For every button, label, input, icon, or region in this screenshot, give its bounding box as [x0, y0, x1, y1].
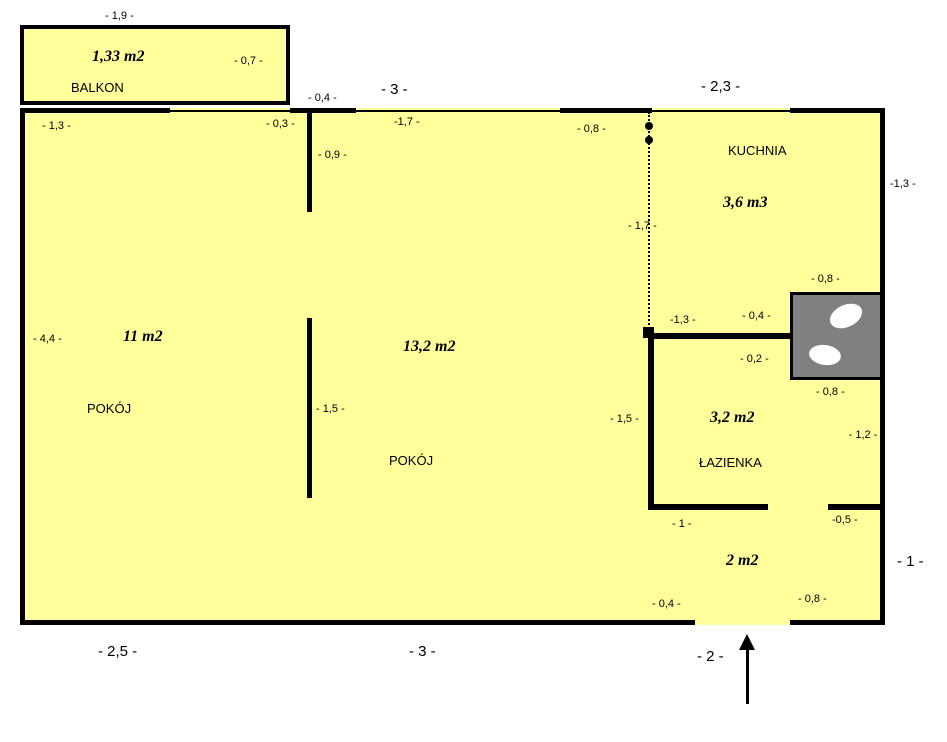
entrance-arrow-icon [746, 648, 749, 704]
dimension-label: - 3 - [409, 643, 436, 660]
dimension-label: - 4,4 - [33, 333, 62, 345]
interior-wall-segment [307, 318, 312, 498]
area-label-kuchnia: 3,6 m3 [723, 194, 768, 211]
dimension-label: - 1,2 - [848, 429, 878, 441]
bathroom-wall-left [648, 333, 654, 510]
window-line [170, 110, 290, 112]
wall-top-segment [290, 108, 356, 113]
room-label-kuchnia: KUCHNIA [728, 143, 787, 158]
wall-junction-point [643, 327, 654, 338]
dimension-label: - 0,8 - [816, 386, 845, 398]
room-label-pokoj-2: POKÓJ [389, 453, 434, 468]
dimension-label: -0,5 - [832, 514, 858, 526]
area-label-lazienka: 3,2 m2 [710, 409, 755, 426]
balcony-outline [20, 25, 290, 105]
apartment-floor [20, 108, 885, 625]
dimension-label: - 2,3 - [701, 78, 741, 95]
shaft-box [790, 292, 883, 380]
dimension-label: -1,7 - [394, 116, 420, 128]
wall-bottom-segment [20, 620, 695, 625]
dimension-label: - 1 - [672, 518, 692, 530]
dimension-label: - 1,3 - [42, 120, 71, 132]
dimension-label: - 0,8 - [811, 273, 840, 285]
wall-top-segment [790, 108, 885, 113]
wall-bottom-segment [790, 620, 885, 625]
area-label-pokoj-2: 13,2 m2 [403, 338, 456, 355]
dimension-label: - 0,4 - [652, 598, 681, 610]
dimension-label: - 0,3 - [266, 118, 295, 130]
dimension-label: - 1,5 - [610, 413, 639, 425]
dimension-label: - 1 - [897, 553, 924, 570]
room-label-balkon: BALKON [71, 80, 124, 95]
bathroom-wall-bottom [648, 504, 768, 510]
boundary-dot [645, 122, 653, 130]
dimension-label: -1,3 - [670, 314, 696, 326]
area-label-balkon: 1,33 m2 [92, 48, 145, 65]
dimension-label: - 0,8 - [798, 593, 827, 605]
wall-top-segment [20, 108, 170, 113]
wall-left [20, 108, 25, 625]
dimension-label: - 3 - [381, 81, 408, 98]
window-line [356, 110, 560, 112]
dimension-label: - 0,8 - [577, 123, 606, 135]
dimension-label: - 1,9 - [105, 10, 134, 22]
dimension-label: - 2 - [697, 648, 724, 665]
dimension-label: - 0,2 - [740, 353, 769, 365]
entrance-arrow-icon [739, 634, 755, 650]
kitchen-boundary-dotted-line [648, 112, 650, 333]
boundary-dot [645, 136, 653, 144]
dimension-label: - 0,9 - [318, 149, 347, 161]
dimension-label: - 0,4 - [742, 310, 771, 322]
area-label-pokoj-1: 11 m2 [123, 328, 163, 345]
room-label-lazienka: ŁAZIENKA [699, 455, 762, 470]
dimension-label: - 0,7 - [234, 55, 263, 67]
dimension-label: - 1,5 - [316, 403, 345, 415]
window-line [652, 110, 790, 112]
wall-top-segment [560, 108, 652, 113]
dimension-label: - 0,4 - [308, 92, 337, 104]
interior-wall-segment [307, 108, 312, 212]
fixture-oval [825, 298, 867, 334]
dimension-label: - 2,5 - [98, 643, 138, 660]
area-label-hall: 2 m2 [726, 552, 759, 569]
room-label-pokoj-1: POKÓJ [87, 401, 132, 416]
dimension-label: - 1,7 - [628, 220, 657, 232]
hall-wall-stub [828, 504, 885, 510]
fixture-oval [807, 342, 843, 368]
bathroom-wall-top [648, 333, 790, 339]
dimension-label: -1,3 - [890, 178, 916, 190]
